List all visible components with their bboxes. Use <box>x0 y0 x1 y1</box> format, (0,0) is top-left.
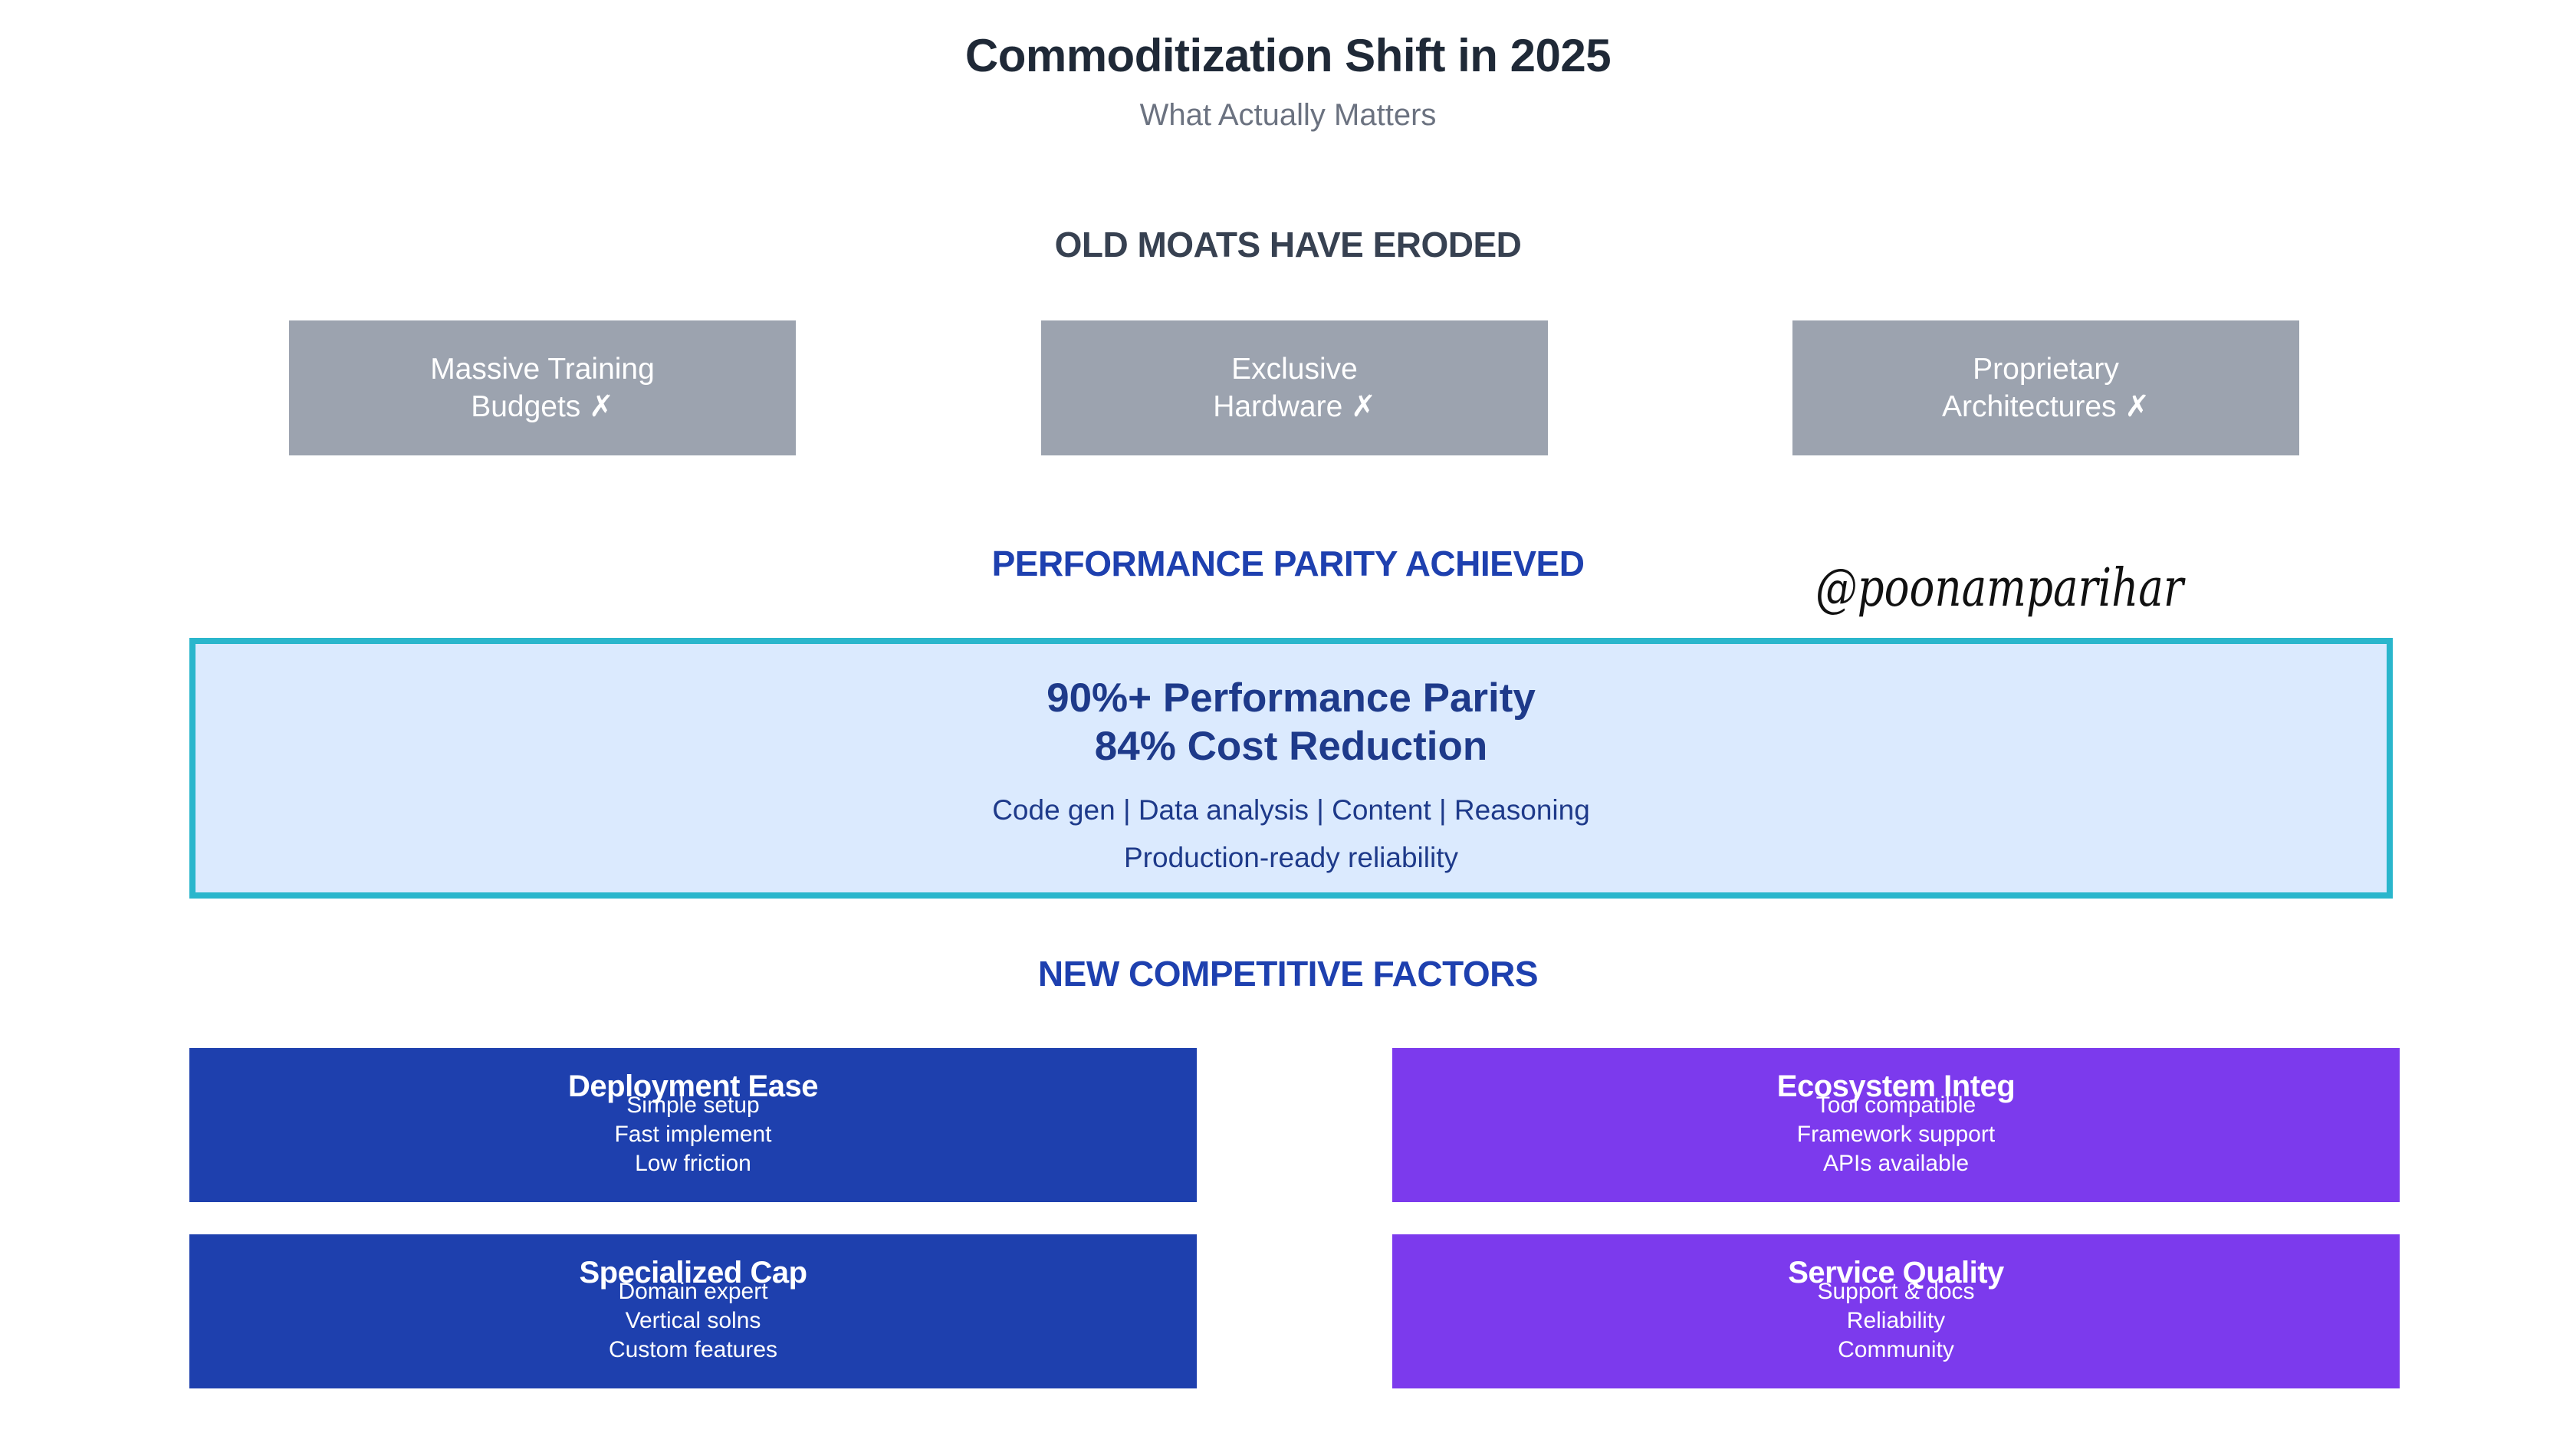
factor-line: Tool compatible <box>1815 1092 1976 1118</box>
moat-box-exclusive-hardware: Exclusive Hardware ✗ <box>1041 320 1548 455</box>
factor-line: Low friction <box>635 1151 751 1176</box>
factor-title: Ecosystem Integ <box>1776 1070 2016 1103</box>
factor-title: Deployment Ease <box>568 1070 818 1103</box>
factor-line: Reliability <box>1846 1308 1946 1333</box>
factor-box-ecosystem-integ: Ecosystem Integ Tool compatible Framewor… <box>1392 1048 2400 1202</box>
moat-box-proprietary-architectures: Proprietary Architectures ✗ <box>1792 320 2299 455</box>
parity-sub-line2: Production-ready reliability <box>1124 842 1458 873</box>
old-moats-heading: OLD MOATS HAVE ERODED <box>1054 225 1522 264</box>
factor-line: APIs available <box>1822 1151 1970 1176</box>
factor-title: Service Quality <box>1788 1256 2004 1290</box>
factor-line: Community <box>1838 1337 1954 1362</box>
factor-box-service-quality: Service Quality Support & docs Reliabili… <box>1392 1234 2400 1388</box>
moat-label-line1: Proprietary <box>1973 353 2119 386</box>
moat-label-line2: Budgets ✗ <box>471 390 614 423</box>
moat-label-line2: Architectures ✗ <box>1941 390 2150 423</box>
moat-label-line1: Exclusive <box>1231 353 1358 386</box>
factor-line: Support & docs <box>1817 1279 1975 1304</box>
moat-label-line1: Massive Training <box>430 353 655 386</box>
parity-main-line2: 84% Cost Reduction <box>1094 724 1488 769</box>
factor-line: Vertical solns <box>625 1308 761 1333</box>
factor-line: Custom features <box>608 1337 778 1362</box>
factor-box-deployment-ease: Deployment Ease Simple setup Fast implem… <box>189 1048 1197 1202</box>
factor-line: Simple setup <box>626 1092 760 1118</box>
page-title: Commoditization Shift in 2025 <box>964 30 1612 81</box>
factor-line: Domain expert <box>618 1279 768 1304</box>
parity-heading: PERFORMANCE PARITY ACHIEVED <box>991 544 1585 583</box>
factor-box-specialized-cap: Specialized Cap Domain expert Vertical s… <box>189 1234 1197 1388</box>
signature-watermark: @poonamparihar <box>1809 550 2193 635</box>
parity-sub-line1: Code gen | Data analysis | Content | Rea… <box>992 794 1590 826</box>
parity-box: 90%+ Performance Parity 84% Cost Reducti… <box>189 638 2393 899</box>
factor-line: Fast implement <box>614 1122 772 1147</box>
moat-box-training-budgets: Massive Training Budgets ✗ <box>289 320 796 455</box>
factor-line: Framework support <box>1796 1122 1996 1147</box>
signature-graphic: @poonamparihar <box>1815 558 2186 619</box>
page-subtitle: What Actually Matters <box>1139 98 1437 132</box>
parity-main-line1: 90%+ Performance Parity <box>1046 675 1536 721</box>
factor-title: Specialized Cap <box>579 1256 807 1290</box>
new-factors-heading: NEW COMPETITIVE FACTORS <box>1037 954 1539 994</box>
moat-label-line2: Hardware ✗ <box>1213 390 1376 423</box>
signature-text: @poonamparihar <box>1815 558 2186 619</box>
